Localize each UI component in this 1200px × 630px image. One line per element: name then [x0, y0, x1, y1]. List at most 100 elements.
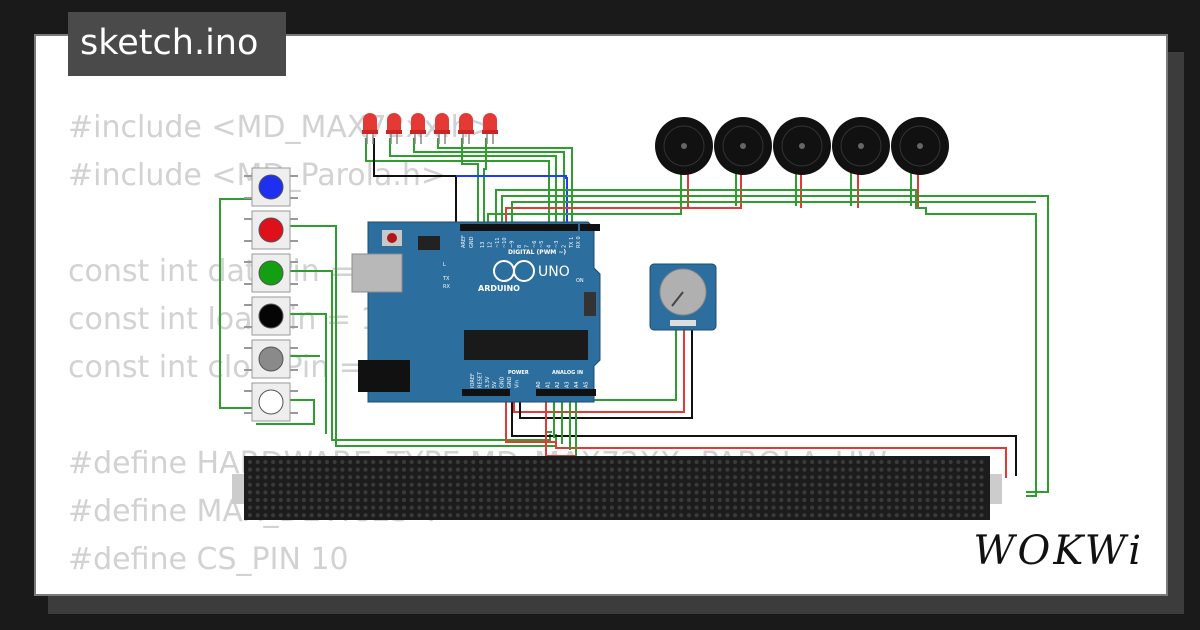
- matrix-dot: [871, 467, 876, 472]
- blue-pushbutton[interactable]: [244, 167, 298, 207]
- matrix-dot: [940, 467, 946, 472]
- matrix-dot: [540, 482, 545, 487]
- wire-red: [505, 392, 1007, 478]
- matrix-dot: [733, 459, 738, 465]
- matrix-dot: [517, 467, 522, 472]
- matrix-dot: [825, 513, 830, 518]
- button-cap[interactable]: [258, 260, 284, 286]
- matrix-dot: [363, 467, 368, 472]
- file-tab[interactable]: sketch.ino: [68, 12, 286, 76]
- matrix-dot: [517, 513, 522, 518]
- matrix-dot: [725, 459, 730, 465]
- matrix-dot: [794, 459, 799, 465]
- matrix-dot: [324, 459, 330, 465]
- matrix-dot: [378, 513, 383, 518]
- matrix-dot: [756, 475, 761, 480]
- gray-pushbutton[interactable]: [244, 339, 298, 379]
- matrix-dot: [417, 475, 422, 480]
- arduino-logo-text: ARDUINO: [478, 284, 520, 293]
- reset-button[interactable]: [387, 233, 397, 243]
- matrix-dot: [432, 459, 437, 465]
- matrix-dot: [309, 459, 314, 465]
- button-cap[interactable]: [258, 174, 284, 200]
- buzzer-2[interactable]: [714, 117, 772, 175]
- matrix-dot: [532, 475, 537, 480]
- red-pushbutton[interactable]: [244, 210, 298, 250]
- matrix-dot: [910, 475, 915, 480]
- matrix-dot: [363, 490, 368, 495]
- matrix-dot: [848, 482, 853, 487]
- matrix-dot: [602, 490, 607, 495]
- matrix-dot: [355, 467, 360, 472]
- matrix-dot: [540, 513, 545, 518]
- matrix-dot: [263, 513, 268, 518]
- buzzer-5[interactable]: [891, 117, 949, 175]
- matrix-dot: [879, 459, 884, 465]
- buzzer-4[interactable]: [832, 117, 890, 175]
- matrix-dot: [317, 490, 322, 495]
- matrix-dot: [378, 475, 383, 480]
- button-cap[interactable]: [258, 346, 284, 372]
- matrix-dot: [586, 482, 591, 487]
- button-cap[interactable]: [258, 303, 284, 329]
- led-1[interactable]: [362, 113, 378, 144]
- matrix-dot: [548, 497, 553, 503]
- matrix-dot: [802, 467, 807, 472]
- black-pushbutton[interactable]: [244, 296, 298, 336]
- led-2[interactable]: [386, 113, 402, 144]
- led-dome: [483, 113, 497, 132]
- matrix-dot: [825, 467, 830, 472]
- matrix-dot: [432, 513, 437, 518]
- arduino-uno-board[interactable]: UNO ARDUINO DIGITAL (PWM ~) L TX RX ON P…: [351, 221, 601, 403]
- led-3[interactable]: [410, 113, 426, 144]
- matrix-dot: [525, 467, 530, 472]
- led-4[interactable]: [434, 113, 450, 144]
- matrix-dot: [532, 513, 537, 518]
- matrix-dot: [940, 482, 946, 487]
- matrix-dot: [278, 475, 283, 480]
- wire-green: [437, 138, 573, 226]
- button-cap[interactable]: [258, 217, 284, 243]
- matrix-dot: [948, 459, 953, 465]
- matrix-dot: [910, 490, 915, 495]
- matrix-dot: [509, 475, 514, 480]
- matrix-dot: [247, 490, 253, 495]
- matrix-dot: [417, 482, 422, 487]
- button-cap[interactable]: [258, 389, 284, 415]
- potentiometer[interactable]: [649, 263, 717, 331]
- matrix-dot: [448, 459, 453, 465]
- matrix-dot: [317, 467, 322, 472]
- matrix-dot: [555, 490, 561, 495]
- buzzer-1[interactable]: [655, 117, 713, 175]
- led-matrix-display[interactable]: [232, 456, 1002, 520]
- white-pushbutton[interactable]: [244, 382, 298, 422]
- matrix-dot: [478, 497, 484, 503]
- matrix-dot: [540, 490, 545, 495]
- matrix-dot: [502, 459, 507, 465]
- matrix-dot: [910, 459, 915, 465]
- matrix-dot: [271, 497, 276, 503]
- matrix-dot: [286, 513, 291, 518]
- matrix-dot: [717, 459, 722, 465]
- matrix-dot: [478, 475, 484, 480]
- matrix-dot: [471, 475, 476, 480]
- led-rim: [458, 130, 474, 134]
- matrix-dot: [594, 490, 599, 495]
- matrix-dot: [879, 475, 884, 480]
- matrix-dot: [632, 475, 638, 480]
- green-pushbutton[interactable]: [244, 253, 298, 293]
- matrix-dot: [856, 467, 861, 472]
- matrix-dot: [956, 513, 961, 518]
- led-6[interactable]: [482, 113, 498, 144]
- matrix-dot: [748, 505, 753, 510]
- matrix-dot: [471, 482, 476, 487]
- led-5[interactable]: [458, 113, 474, 144]
- matrix-dot: [324, 513, 330, 518]
- matrix-dot: [733, 482, 738, 487]
- matrix-dot: [763, 497, 769, 503]
- matrix-dot: [779, 505, 784, 510]
- wire-green: [413, 138, 565, 226]
- matrix-dot: [309, 482, 314, 487]
- matrix-dot: [425, 513, 430, 518]
- buzzer-3[interactable]: [773, 117, 831, 175]
